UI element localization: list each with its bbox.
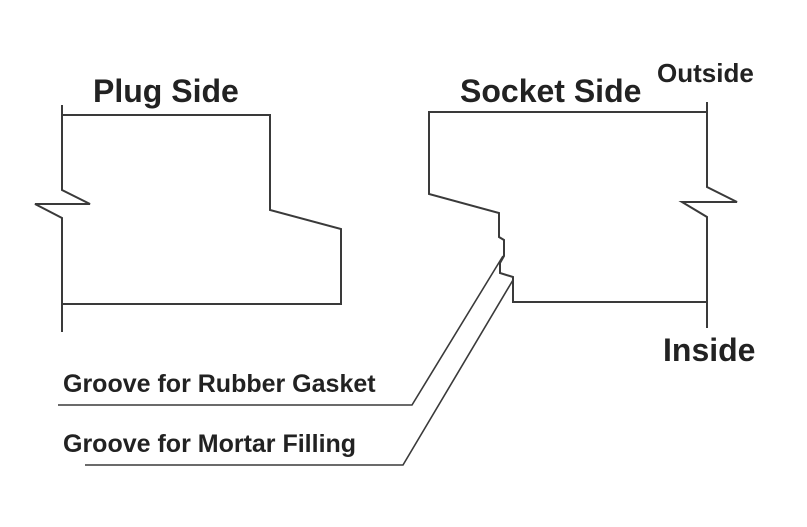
plug-side-section [34,105,342,332]
socket-side-section [428,102,738,328]
outside-label: Outside [657,58,754,88]
mortar-filling-leader [85,279,514,466]
plug-profile [62,114,342,305]
plug-outline [34,105,91,332]
socket-break-line [678,102,738,328]
rubber-gasket-callout: Groove for Rubber Gasket [63,370,376,398]
plug-side-title: Plug Side [93,73,239,109]
mortar-filling-callout: Groove for Mortar Filling [63,430,356,458]
socket-profile [428,111,707,303]
socket-side-title: Socket Side [460,73,641,109]
rubber-gasket-leader [58,255,504,406]
inside-label: Inside [663,332,755,368]
